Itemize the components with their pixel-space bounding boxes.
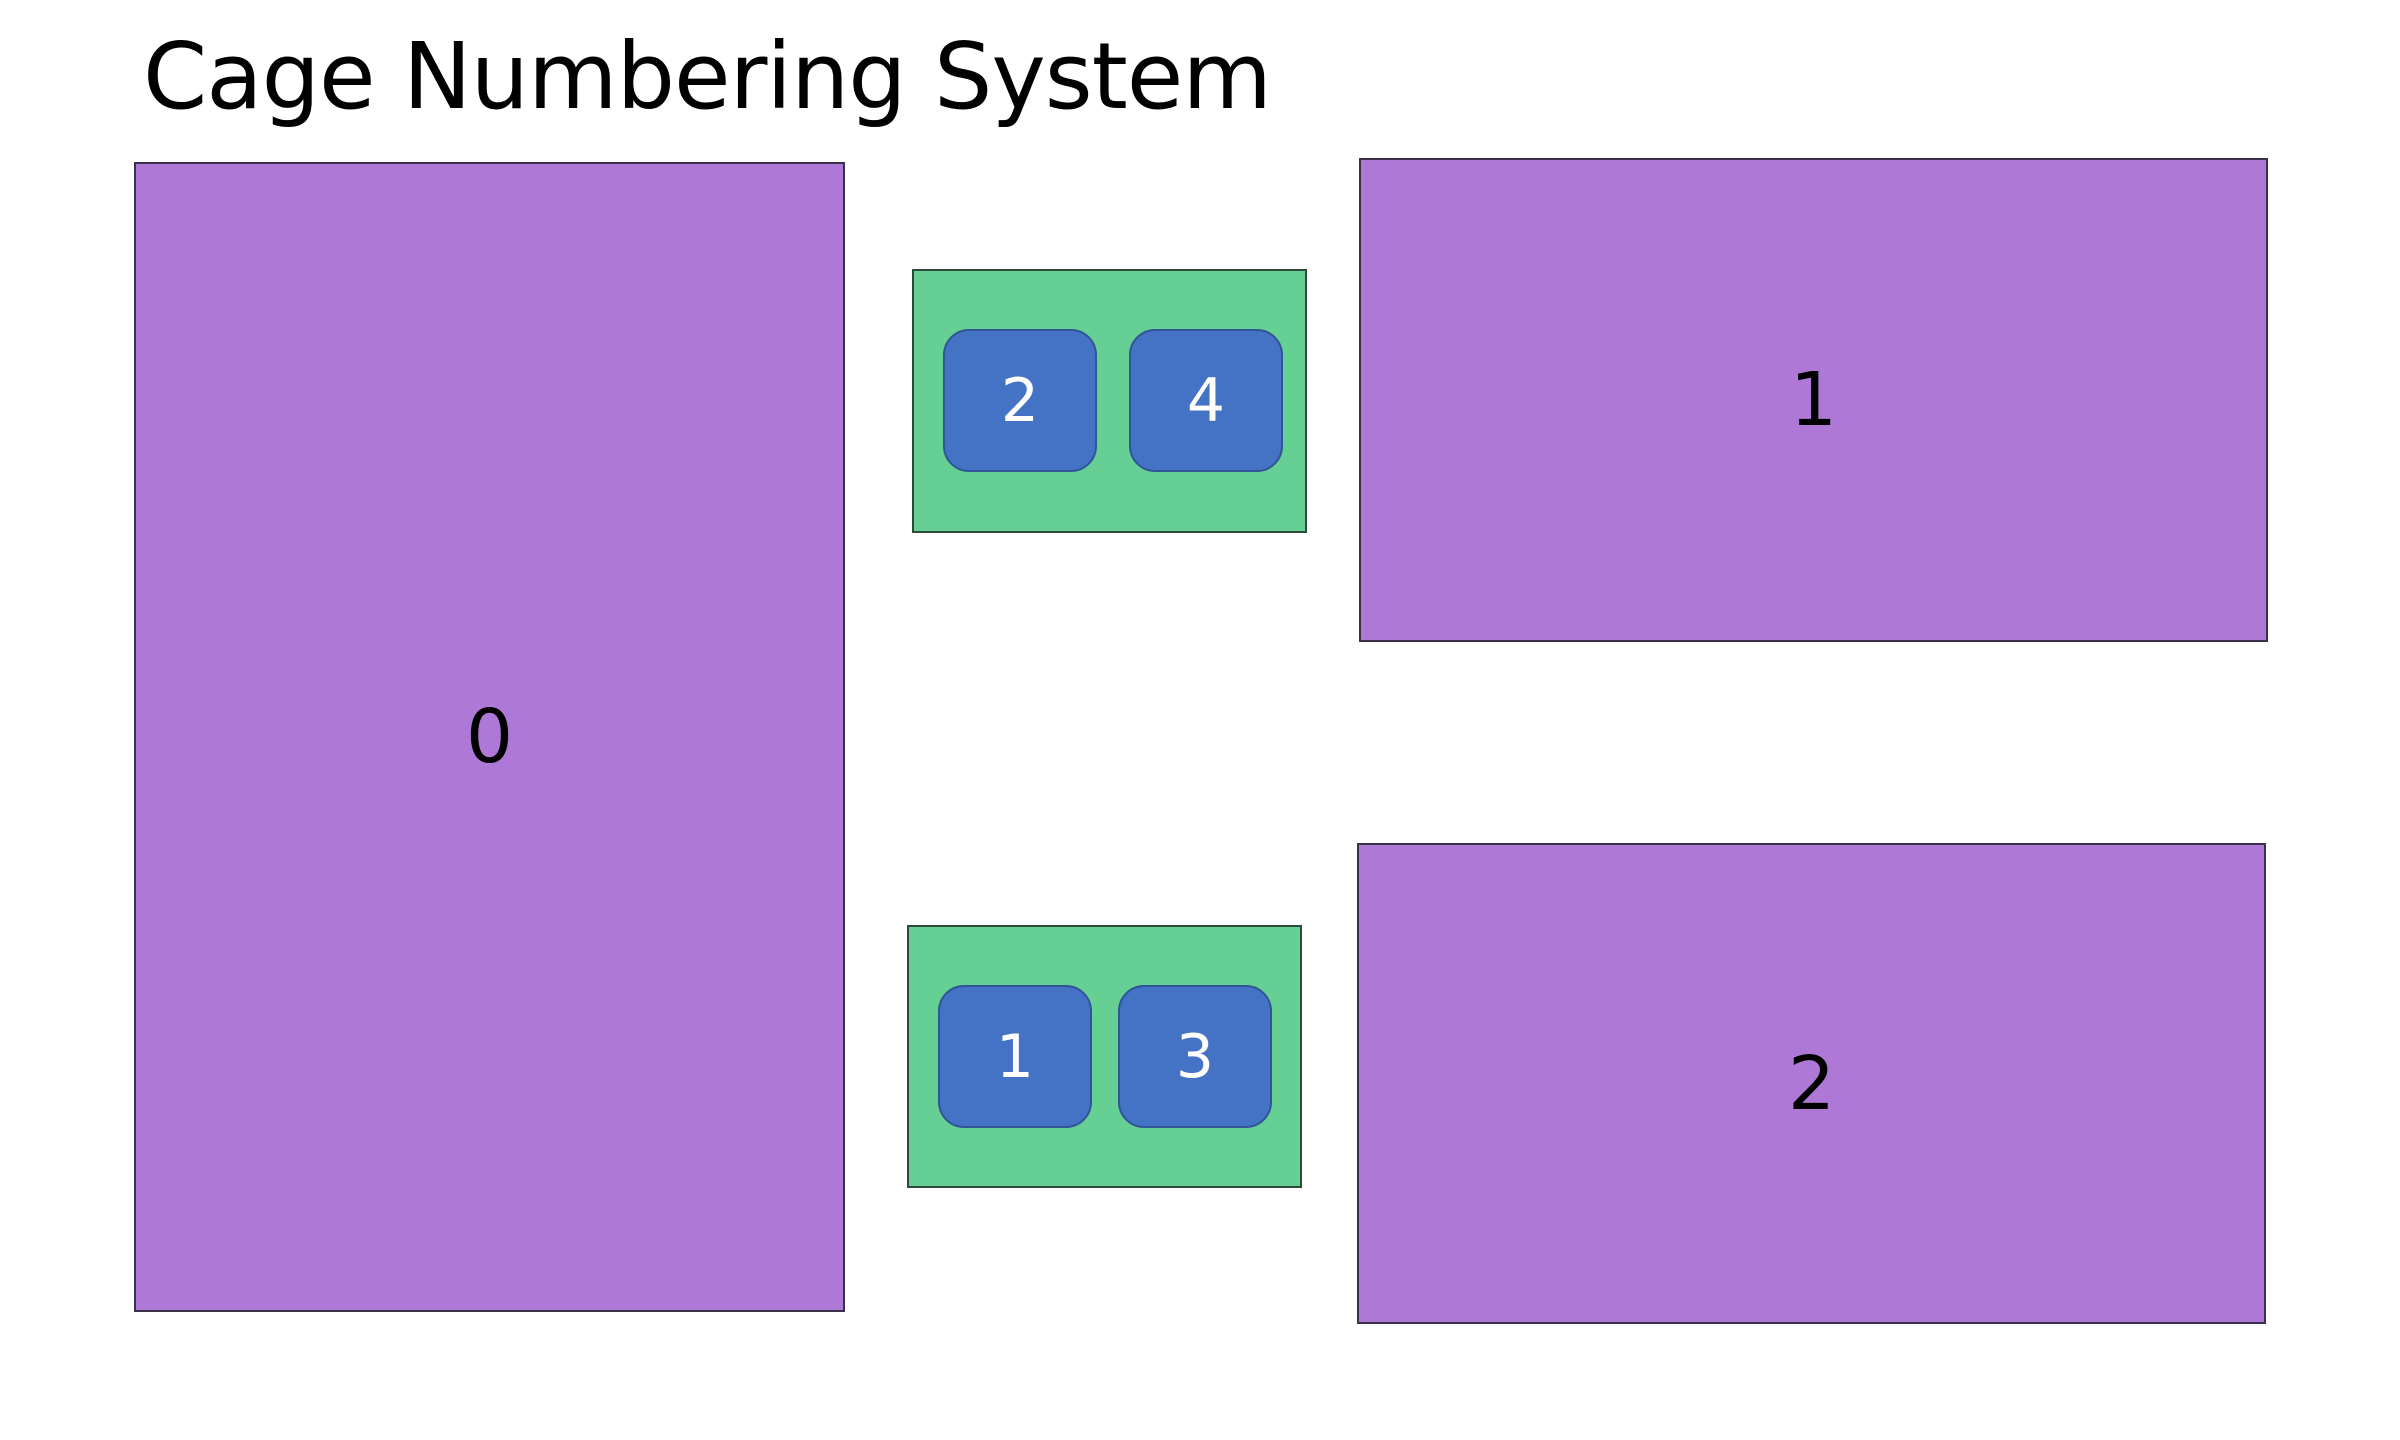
rack-bottom-slot-right: 3 [1118, 985, 1272, 1128]
rack-top: 2 4 [912, 269, 1307, 533]
cage-1: 1 [1359, 158, 2268, 642]
cage-2: 2 [1357, 843, 2266, 1324]
rack-top-slot-left: 2 [943, 329, 1097, 472]
rack-top-slot-right: 4 [1129, 329, 1283, 472]
rack-bottom-slot-left: 1 [938, 985, 1092, 1128]
cage-0: 0 [134, 162, 845, 1312]
page-title: Cage Numbering System [143, 23, 1272, 130]
rack-bottom: 1 3 [907, 925, 1302, 1188]
